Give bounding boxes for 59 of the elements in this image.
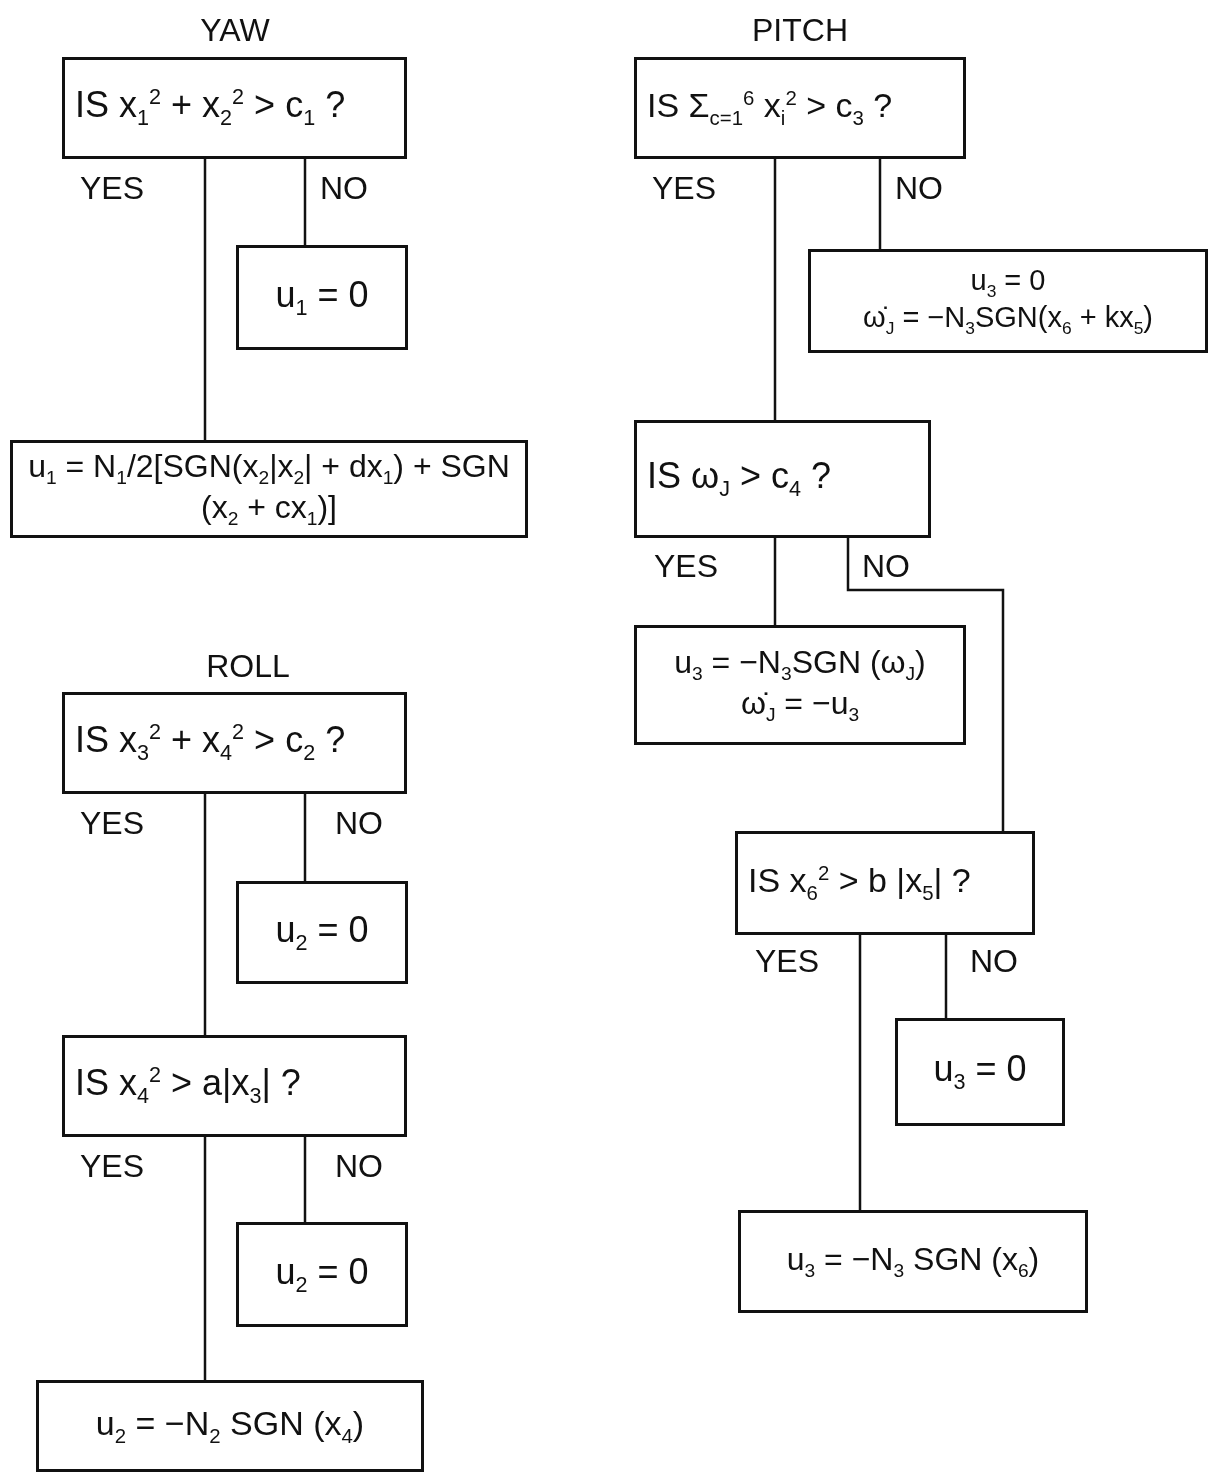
section-heading: ROLL bbox=[206, 648, 290, 685]
process-box bbox=[236, 881, 408, 984]
formula-text: u$_{1}$ = N$_{1}$/2[SGN(x$_{2}$|x$_{2}$| + dx$_{1}$) + SGN (x$_{2}$ + cx$_{1}$)] bbox=[27, 447, 511, 531]
decision-box bbox=[735, 831, 1035, 935]
process-box bbox=[236, 1222, 408, 1327]
section-heading: YAW bbox=[200, 12, 270, 49]
decision-box bbox=[62, 692, 407, 794]
edge-label: NO bbox=[862, 548, 910, 585]
connector-line bbox=[203, 159, 207, 440]
formula-text: u$_{3}$ = −N$_{3}$ SGN (x$_{6}$) bbox=[786, 1240, 1040, 1283]
connector-line bbox=[944, 935, 948, 1018]
formula-text: u$_{1}$ = 0 bbox=[275, 274, 369, 321]
process-box bbox=[634, 625, 966, 745]
connector-line bbox=[203, 1137, 207, 1380]
decision-box bbox=[634, 420, 931, 538]
process-box bbox=[895, 1018, 1065, 1126]
formula-text: IS Σ$_{c=1}$$^{6}$ x$_{i}$$^{2}$ > c$_{3}$ ? bbox=[647, 85, 893, 131]
edge-label: NO bbox=[335, 1148, 383, 1185]
edge-label: NO bbox=[335, 805, 383, 842]
formula-text: IS x$_{1}$$^{2}$ + x$_{2}$$^{2}$ > c$_{1}$ ? bbox=[75, 84, 346, 132]
process-box bbox=[236, 245, 408, 350]
section-heading: PITCH bbox=[752, 12, 848, 49]
connector-line bbox=[203, 794, 207, 1035]
decision-box bbox=[62, 1035, 407, 1137]
formula-text: u$_{2}$ = 0 bbox=[275, 1251, 369, 1298]
process-box bbox=[10, 440, 528, 538]
formula-text: IS x$_{4}$$^{2}$ > a|x$_{3}$| ? bbox=[75, 1062, 301, 1110]
edge-label: NO bbox=[970, 943, 1018, 980]
formula-text: u$_{2}$ = 0 bbox=[275, 909, 369, 956]
formula-text: u$_{3}$ = −N$_{3}$SGN (ω$_{J}$) bbox=[674, 643, 926, 685]
formula-text: IS x$_{3}$$^{2}$ + x$_{4}$$^{2}$ > c$_{2}$ ? bbox=[75, 719, 346, 767]
connector-line bbox=[773, 159, 777, 420]
edge-label: YES bbox=[652, 170, 717, 207]
connector-line bbox=[303, 794, 307, 881]
connector-line bbox=[303, 1137, 307, 1222]
formula-text: u$_{3}$ = 0 bbox=[970, 264, 1046, 301]
decision-box bbox=[634, 57, 966, 159]
formula-text: IS x$_{6}$$^{2}$ > b |x$_{5}$| ? bbox=[748, 860, 971, 906]
process-box bbox=[808, 249, 1208, 353]
edge-label: YES bbox=[80, 170, 145, 207]
process-box bbox=[738, 1210, 1088, 1313]
decision-box bbox=[62, 57, 407, 159]
formula-text: IS ω$_{J}$ > c$_{4}$ ? bbox=[647, 455, 831, 503]
formula-text: u$_{2}$ = −N$_{2}$ SGN (x$_{4}$) bbox=[95, 1403, 365, 1449]
formula-text: ω̇$_{J}$ = −u$_{3}$ bbox=[740, 685, 860, 727]
formula-text: u$_{3}$ = 0 bbox=[933, 1048, 1027, 1096]
formula-text: ω̇$_{J}$ = −N$_{3}$SGN(x$_{6}$ + kx$_{5}$) bbox=[862, 301, 1153, 338]
edge-label: YES bbox=[755, 943, 820, 980]
connector-line bbox=[878, 159, 882, 249]
edge-label: YES bbox=[80, 1148, 145, 1185]
edge-label: NO bbox=[895, 170, 943, 207]
connector-line bbox=[846, 538, 1005, 831]
process-box bbox=[36, 1380, 424, 1472]
connector-line bbox=[858, 935, 862, 1210]
edge-label: YES bbox=[80, 805, 145, 842]
edge-label: YES bbox=[654, 548, 719, 585]
connector-line bbox=[303, 159, 307, 245]
connector-line bbox=[773, 538, 777, 625]
edge-label: NO bbox=[320, 170, 368, 207]
